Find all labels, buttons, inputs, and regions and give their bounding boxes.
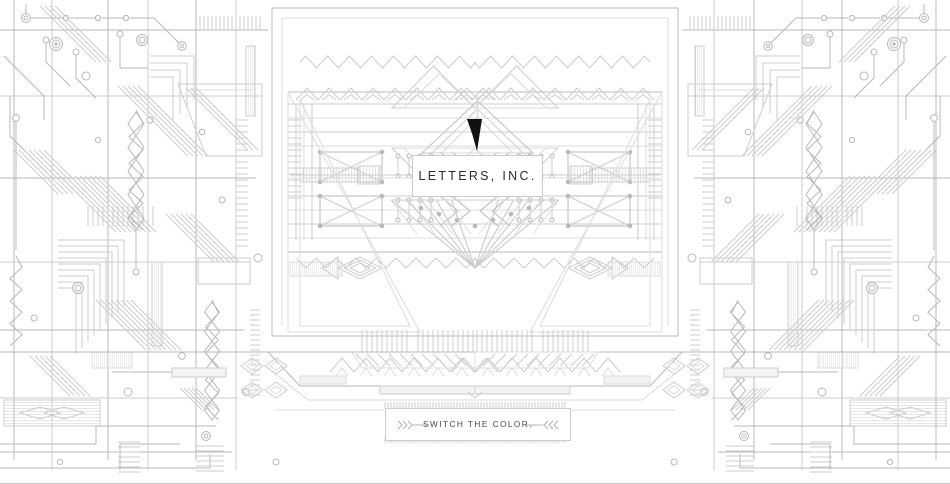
chevrons-right-icon bbox=[397, 420, 430, 429]
logo-wordmark: LETTERS, INC. bbox=[418, 169, 537, 183]
switch-the-color-button[interactable]: SWITCH THE COLOR. bbox=[385, 408, 571, 441]
chevrons-left-icon bbox=[526, 420, 559, 429]
logo-v-glyph bbox=[467, 119, 482, 151]
switch-the-color-label: SWITCH THE COLOR. bbox=[423, 420, 533, 429]
logo-mark-frame bbox=[420, 95, 535, 154]
logo-plate: LETTERS, INC. bbox=[412, 155, 543, 197]
